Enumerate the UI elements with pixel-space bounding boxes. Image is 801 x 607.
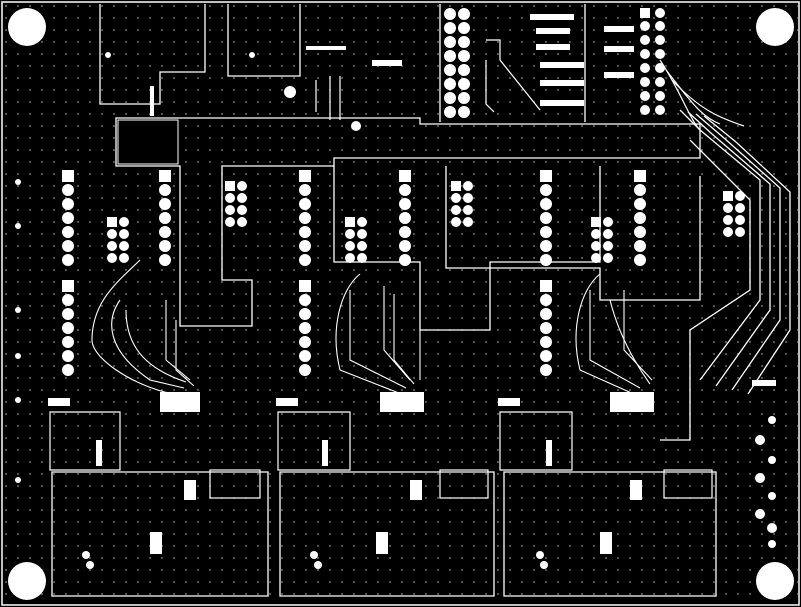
mounting-holes (8, 8, 794, 600)
mounting-hole-bottom-right (756, 562, 794, 600)
channel-2 (225, 170, 495, 597)
top-smd-parts (150, 14, 634, 116)
header-right-top (640, 8, 665, 115)
right-edge-connector (752, 380, 777, 548)
top-copper-pour (99, 4, 701, 327)
mounting-hole-bottom-left (8, 562, 46, 600)
mounting-hole-top-right (756, 8, 794, 46)
header-top (444, 8, 470, 118)
right-trace-bus (660, 109, 791, 441)
channel-1 (48, 170, 269, 597)
channel-3 (451, 170, 745, 597)
mounting-hole-top-left (8, 8, 46, 46)
